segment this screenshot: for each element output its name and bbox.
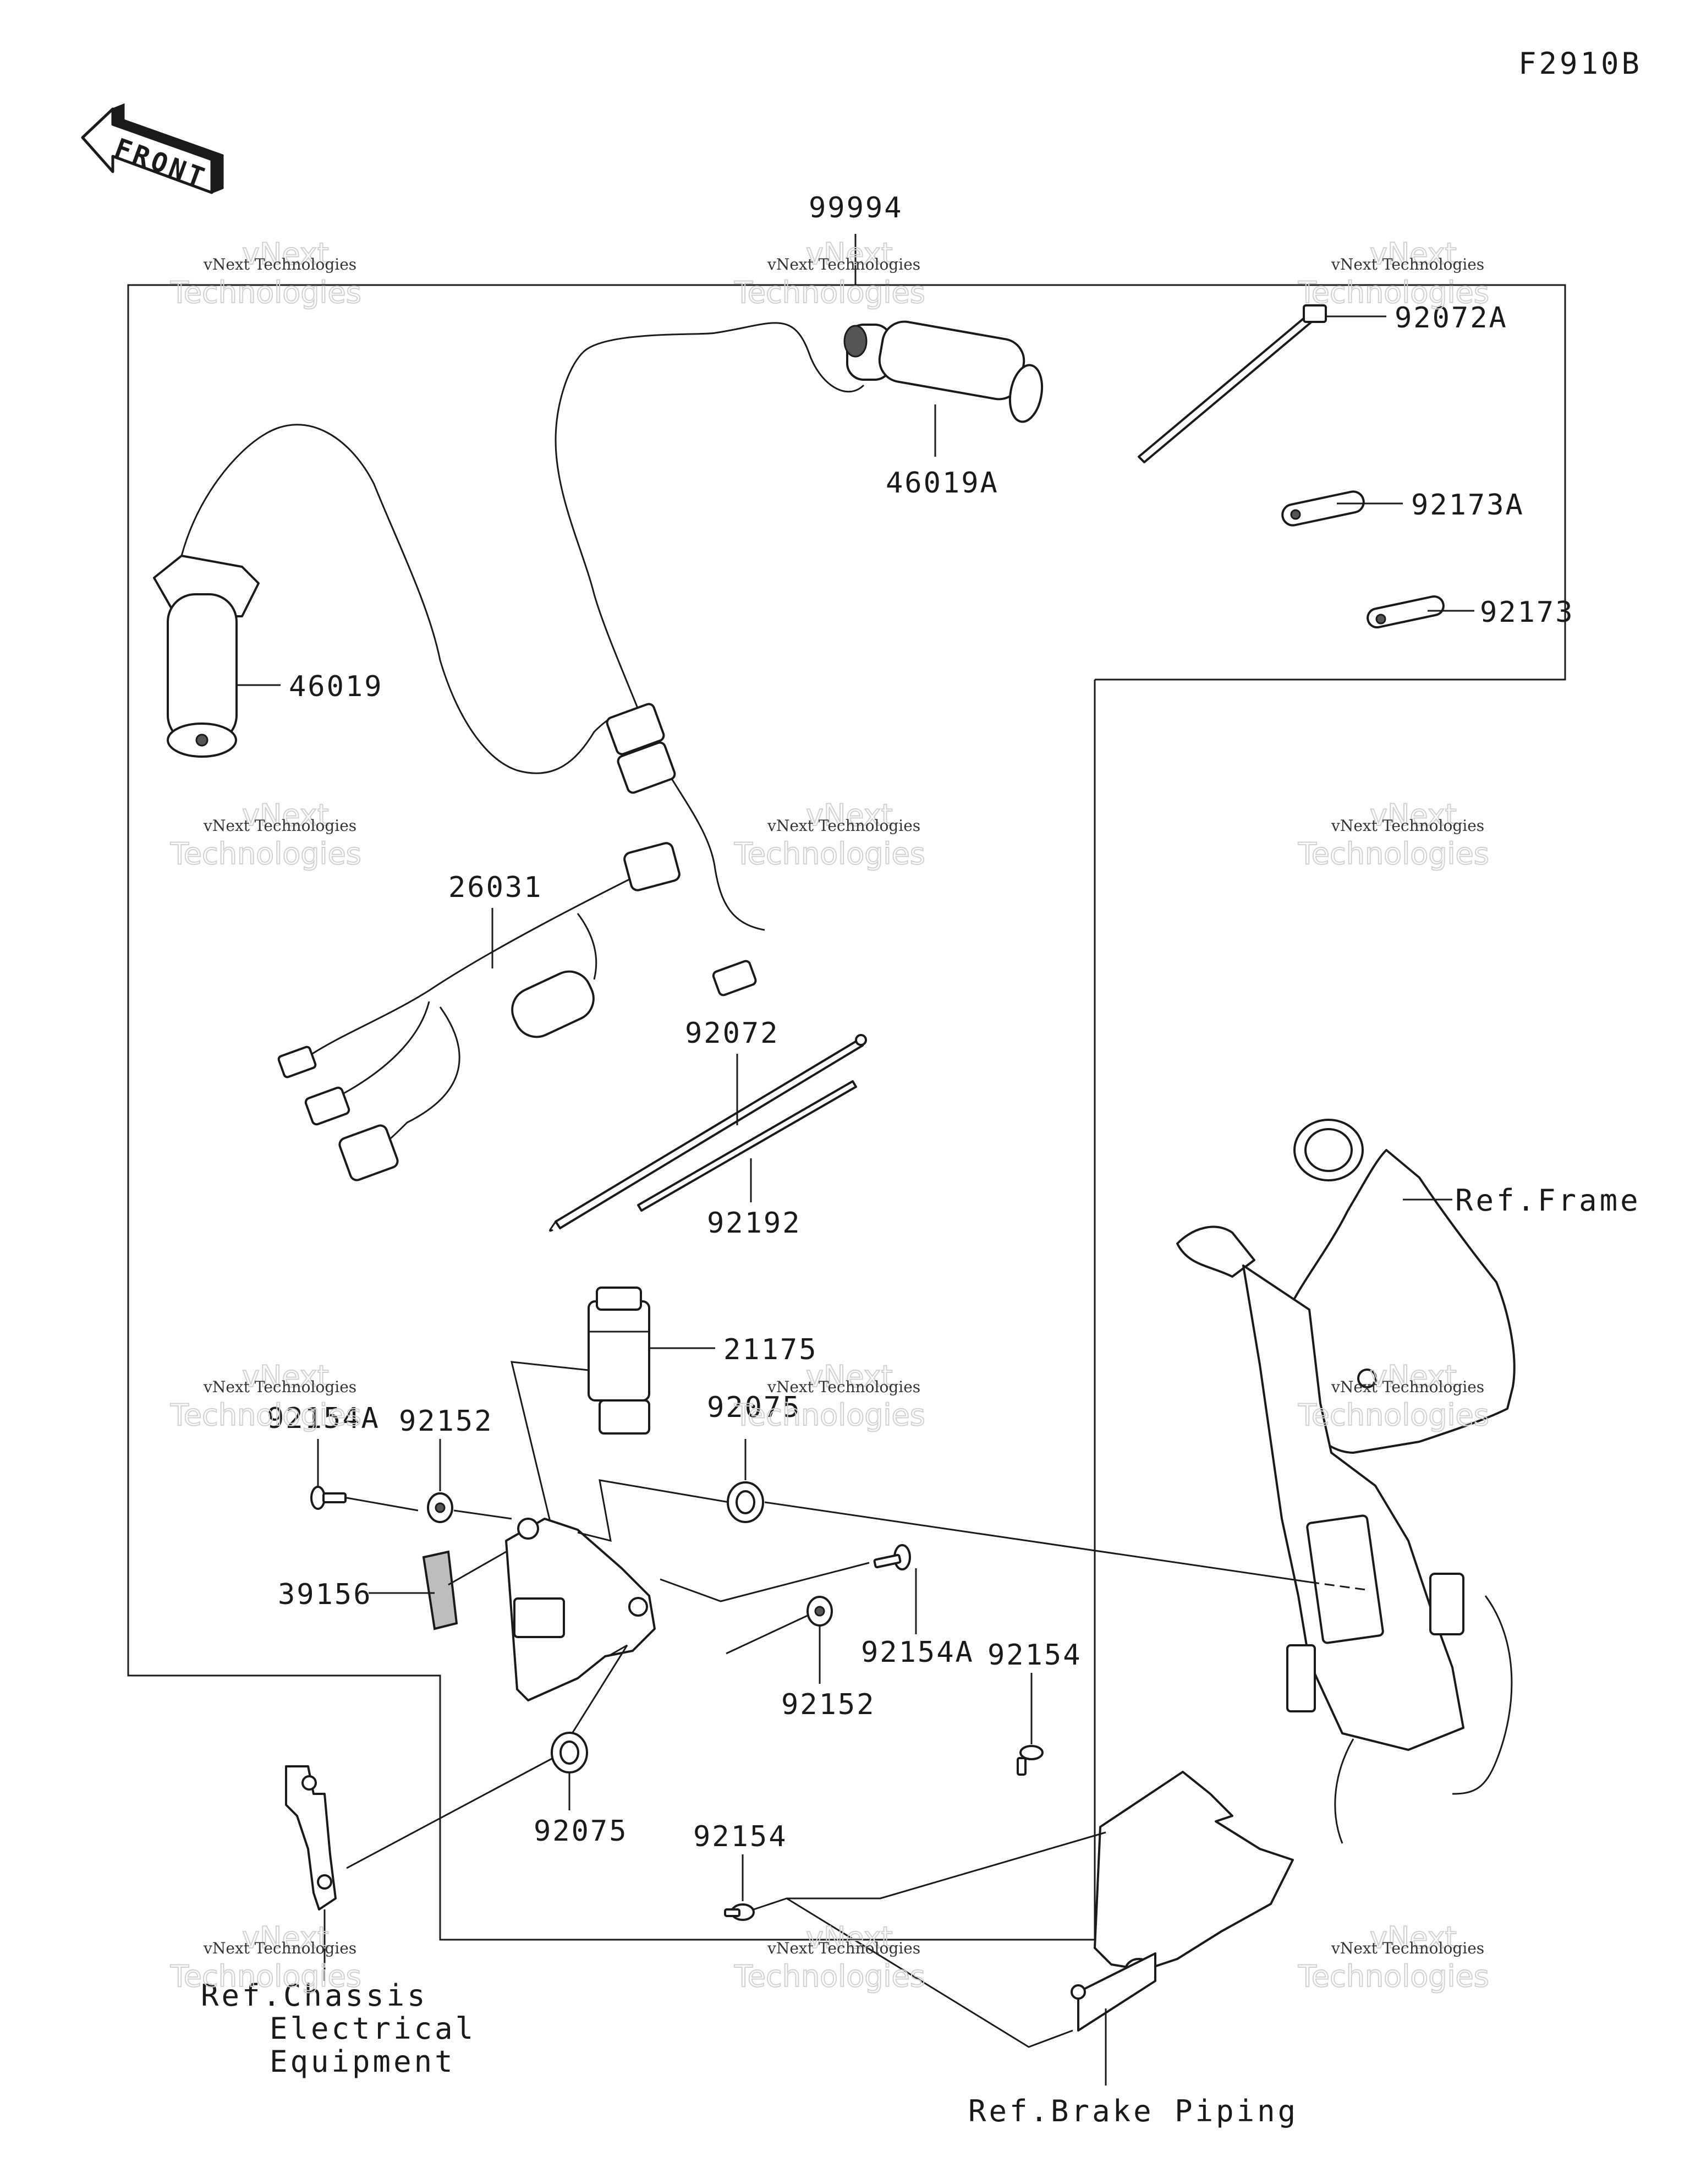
label-92192: 92192 [707, 1207, 802, 1240]
clamp-92173A [1281, 490, 1365, 527]
watermark-top: vNext [242, 1920, 329, 1955]
bolt-92154-bottom [724, 1903, 755, 1921]
bolt-92154A-right [873, 1544, 911, 1570]
watermark-large: Technologies [734, 836, 925, 871]
watermark-text: vNext Technologies [1331, 817, 1484, 835]
watermark-text: vNext Technologies [767, 1939, 920, 1957]
watermark-large: Technologies [170, 1959, 361, 1994]
watermark-large: Technologies [170, 275, 361, 310]
watermark-top: vNext [806, 237, 893, 271]
label-26031: 26031 [448, 871, 543, 904]
cable-tie-92072A [1138, 304, 1327, 463]
label-ref-brake-piping: Ref.Brake Piping [968, 2094, 1298, 2128]
grip-right-46019A [555, 320, 1044, 931]
grommet-92075-bottom [551, 1732, 588, 1774]
bracket-assembly [422, 1518, 656, 1701]
watermark-text: vNext Technologies [203, 255, 356, 273]
label-92152-bottom: 92152 [781, 1688, 876, 1721]
label-92075-top: 92075 [707, 1391, 802, 1424]
watermark-text: vNext Technologies [767, 255, 920, 273]
watermark-text: vNext Technologies [767, 1378, 920, 1396]
label-92152-top: 92152 [399, 1405, 493, 1438]
front-arrow-icon: FRONT [81, 103, 224, 194]
watermark-large: Technologies [734, 1398, 925, 1432]
label-ref-chassis-3: Equipment [270, 2044, 456, 2079]
collar-92152-top [427, 1492, 453, 1523]
watermark-top: vNext [242, 1359, 329, 1394]
label-21175: 21175 [723, 1333, 818, 1366]
watermarks: Technologies vNext vNext Technologies Te… [169, 236, 1490, 1994]
watermark-large: Technologies [1298, 1398, 1489, 1432]
label-39156: 39156 [278, 1578, 372, 1611]
watermark-top: vNext [1370, 1359, 1457, 1394]
watermark-large: Technologies [734, 1959, 925, 1994]
watermark-top: vNext [806, 1920, 893, 1955]
label-ref-frame: Ref.Frame [1455, 1183, 1641, 1218]
watermark-large: Technologies [170, 1398, 361, 1432]
harness-26031 [277, 842, 757, 1181]
clamp-92173 [1367, 595, 1445, 629]
grip-left-46019 [153, 424, 676, 794]
frame-reference-drawing [1176, 1119, 1516, 1844]
cable-tie-92072 [549, 1034, 867, 1232]
watermark-text: vNext Technologies [1331, 1939, 1484, 1957]
watermark-large: Technologies [1298, 836, 1489, 871]
label-92173A: 92173A [1411, 489, 1524, 522]
watermark-large: Technologies [734, 275, 925, 310]
leader-lines [237, 234, 1474, 2086]
label-92154A-left: 92154A [267, 1402, 380, 1435]
label-46019: 46019 [289, 670, 383, 703]
watermark-top: vNext [242, 237, 329, 271]
label-92154A-right: 92154A [861, 1636, 974, 1669]
bolt-92154-right [1017, 1745, 1044, 1776]
label-92154-bottom: 92154 [693, 1820, 788, 1853]
label-46019A: 46019A [886, 467, 999, 500]
label-99994: 99994 [809, 191, 903, 225]
label-ref-chassis-1: Ref.Chassis [201, 1978, 428, 2013]
watermark-large: Technologies [170, 836, 361, 871]
watermark-top: vNext [1370, 798, 1457, 833]
watermark-top: vNext [1370, 1920, 1457, 1955]
collar-92152-bottom [806, 1596, 833, 1627]
brake-piping-drawing [1071, 1771, 1294, 2032]
label-92075-bottom: 92075 [534, 1815, 628, 1848]
watermark-top: vNext [806, 798, 893, 833]
watermark-top: vNext [806, 1359, 893, 1394]
watermark-top: vNext [242, 798, 329, 833]
chassis-bracket-drawing [285, 1765, 337, 1911]
tube-92192 [637, 1080, 857, 1212]
watermark-text: vNext Technologies [1331, 1378, 1484, 1396]
label-92072A: 92072A [1395, 302, 1508, 335]
label-92173: 92173 [1480, 596, 1574, 629]
watermark-text: vNext Technologies [203, 1939, 356, 1957]
watermark-text: vNext Technologies [203, 1378, 356, 1396]
watermark-large: Technologies [1298, 1959, 1489, 1994]
label-ref-chassis-2: Electrical [270, 2011, 476, 2046]
diagram-code: F2910B [1518, 46, 1642, 81]
label-92072: 92072 [685, 1017, 780, 1050]
watermark-text: vNext Technologies [767, 817, 920, 835]
watermark-text: vNext Technologies [1331, 255, 1484, 273]
label-92154-right: 92154 [987, 1639, 1082, 1672]
bolt-92154A-left [310, 1486, 347, 1510]
assembly-boundary [127, 284, 1566, 1941]
grommet-92075-top [727, 1481, 764, 1523]
watermark-text: vNext Technologies [203, 817, 356, 835]
watermark-large: Technologies [1298, 275, 1489, 310]
watermark-top: vNext [1370, 237, 1457, 271]
relay-21175 [588, 1287, 650, 1435]
